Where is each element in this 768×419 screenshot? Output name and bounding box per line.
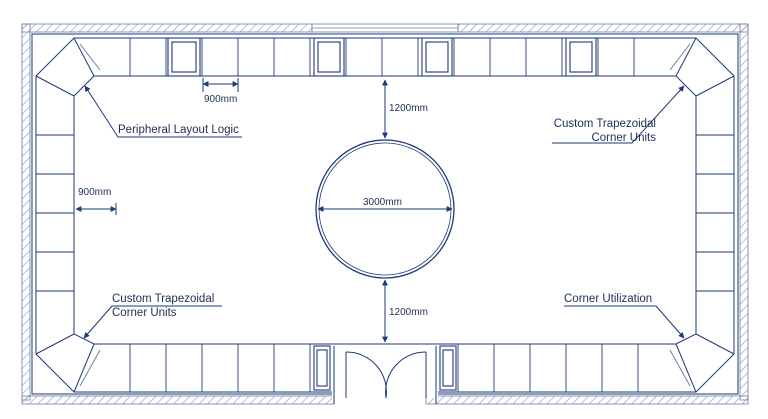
bottom-unit-dividers — [129, 344, 639, 392]
dim-unit-depth-left: 900mm — [78, 187, 112, 198]
label-custom-corner-bottom: Custom Trapezoidal Corner Units — [112, 292, 214, 320]
dim-unit-width-top: 900mm — [204, 94, 238, 105]
leader-lines — [83, 85, 685, 339]
double-door — [333, 346, 437, 404]
door-frame-units — [313, 345, 457, 391]
dim-clearance-top: 1200mm — [389, 103, 428, 114]
door-gap — [332, 346, 438, 398]
left-unit-dividers — [36, 134, 74, 292]
perimeter-counter — [35, 37, 735, 393]
dimension-lines — [75, 78, 453, 343]
label-custom-corner-top-line1: Custom Trapezoidal — [553, 118, 656, 130]
dim-center-diameter: 3000mm — [361, 197, 404, 208]
top-tall-units — [167, 37, 597, 77]
label-custom-corner-top-line2: Corner Units — [591, 132, 656, 144]
label-custom-corner-bottom-line1: Custom Trapezoidal — [112, 293, 215, 305]
label-corner-utilization: Corner Utilization — [564, 293, 653, 305]
right-unit-dividers — [696, 134, 734, 292]
label-peripheral-layout: Peripheral Layout Logic — [118, 124, 239, 136]
label-custom-corner-bottom-line2: Corner Units — [112, 307, 177, 319]
dim-clearance-bottom: 1200mm — [389, 307, 428, 318]
top-unit-dividers — [129, 38, 635, 76]
label-custom-corner-top: Custom Trapezoidal Corner Units — [540, 117, 656, 145]
exterior-walls — [21, 23, 749, 405]
